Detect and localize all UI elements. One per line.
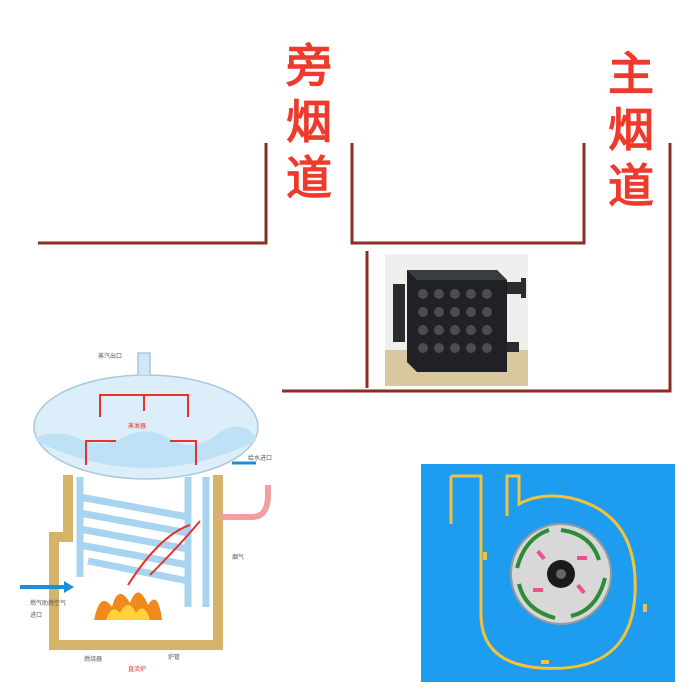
burner-label: 燃烧器 — [84, 656, 103, 663]
airflow-marks — [533, 549, 587, 595]
impeller-blades — [515, 528, 607, 620]
steam-drum-label: 蒸发器 — [128, 423, 147, 430]
bypass-flue-char-2: 烟 — [286, 95, 332, 149]
boiler-cross-section — [20, 352, 271, 650]
boiler-caption: 直流炉 — [128, 666, 147, 673]
main-flue-label: 主 烟 道 — [596, 46, 666, 214]
flue-gas-label: 烟气 — [232, 554, 245, 561]
fuel-inlet-label-1: 燃气助燃空气 — [30, 600, 67, 607]
tubes-label: 炉管 — [168, 654, 181, 661]
bypass-flue-label: 旁 烟 道 — [274, 38, 344, 206]
main-flue-char-2: 烟 — [608, 103, 654, 157]
bypass-flue-duct — [38, 143, 268, 245]
main-flue-duct-bottom — [282, 143, 672, 393]
flame-core — [106, 605, 150, 620]
gas-inlet-arrowhead — [64, 581, 74, 593]
heat-exchanger-photo — [385, 254, 528, 386]
fan-casing — [451, 474, 637, 670]
furnace-walls — [49, 475, 223, 650]
bypass-flue-duct-right — [350, 143, 586, 245]
centrifugal-fan — [421, 464, 675, 682]
drum-water — [36, 426, 256, 468]
main-flue-char-1: 主 — [608, 47, 654, 101]
flue-gas-exit — [220, 485, 271, 520]
steam-outlet-label: 蒸汽出口 — [98, 353, 123, 360]
fuel-inlet-label-2: 进口 — [30, 612, 43, 619]
fan-drawing — [421, 464, 675, 682]
flow-arrows — [85, 394, 201, 586]
steam-outlet-pipe — [137, 352, 151, 375]
water-tubes — [76, 477, 210, 607]
heat-exchanger-drawing — [385, 254, 528, 386]
water-inlet-label: 给水进口 — [248, 455, 273, 462]
main-flue-char-3: 道 — [608, 159, 654, 213]
bypass-flue-char-1: 旁 — [286, 39, 332, 93]
bypass-flue-char-3: 道 — [286, 151, 332, 205]
